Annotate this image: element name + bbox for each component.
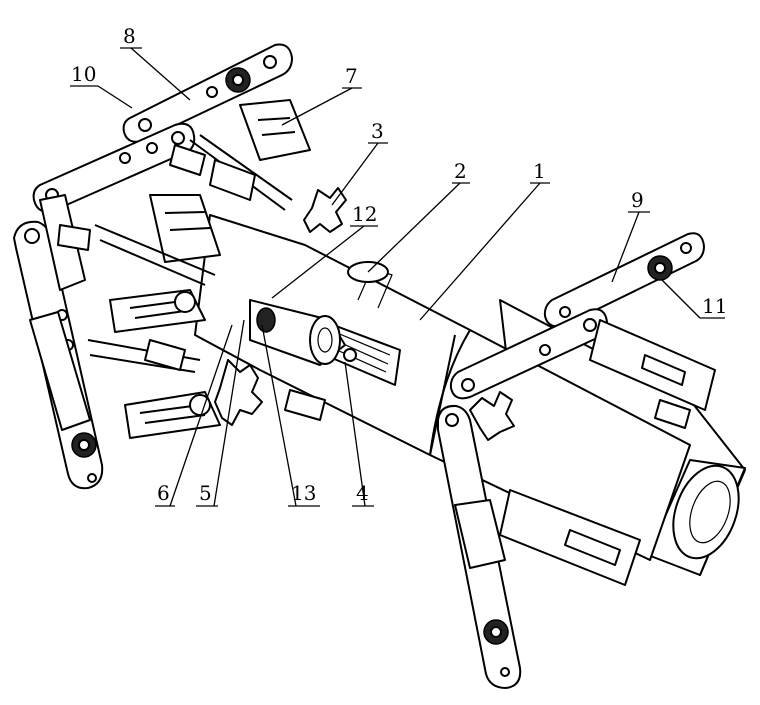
label-13: 13 [291,481,316,505]
leader-lines [70,47,725,507]
front-gear-ring [214,187,515,441]
main-cylinder-body [194,214,746,576]
label-1: 1 [533,159,546,183]
label-12: 12 [352,202,377,226]
label-7: 7 [345,64,358,88]
label-4: 4 [356,481,369,505]
rear-leg-assembly [437,232,716,689]
drive-motor [249,261,393,366]
label-5: 5 [199,481,212,505]
label-10: 10 [71,62,96,86]
front-leg-assembly [13,43,326,490]
label-2: 2 [454,159,467,183]
label-3: 3 [371,119,384,143]
label-6: 6 [157,481,170,505]
label-8: 8 [123,24,136,48]
label-9: 9 [631,188,644,212]
label-11: 11 [702,294,727,318]
